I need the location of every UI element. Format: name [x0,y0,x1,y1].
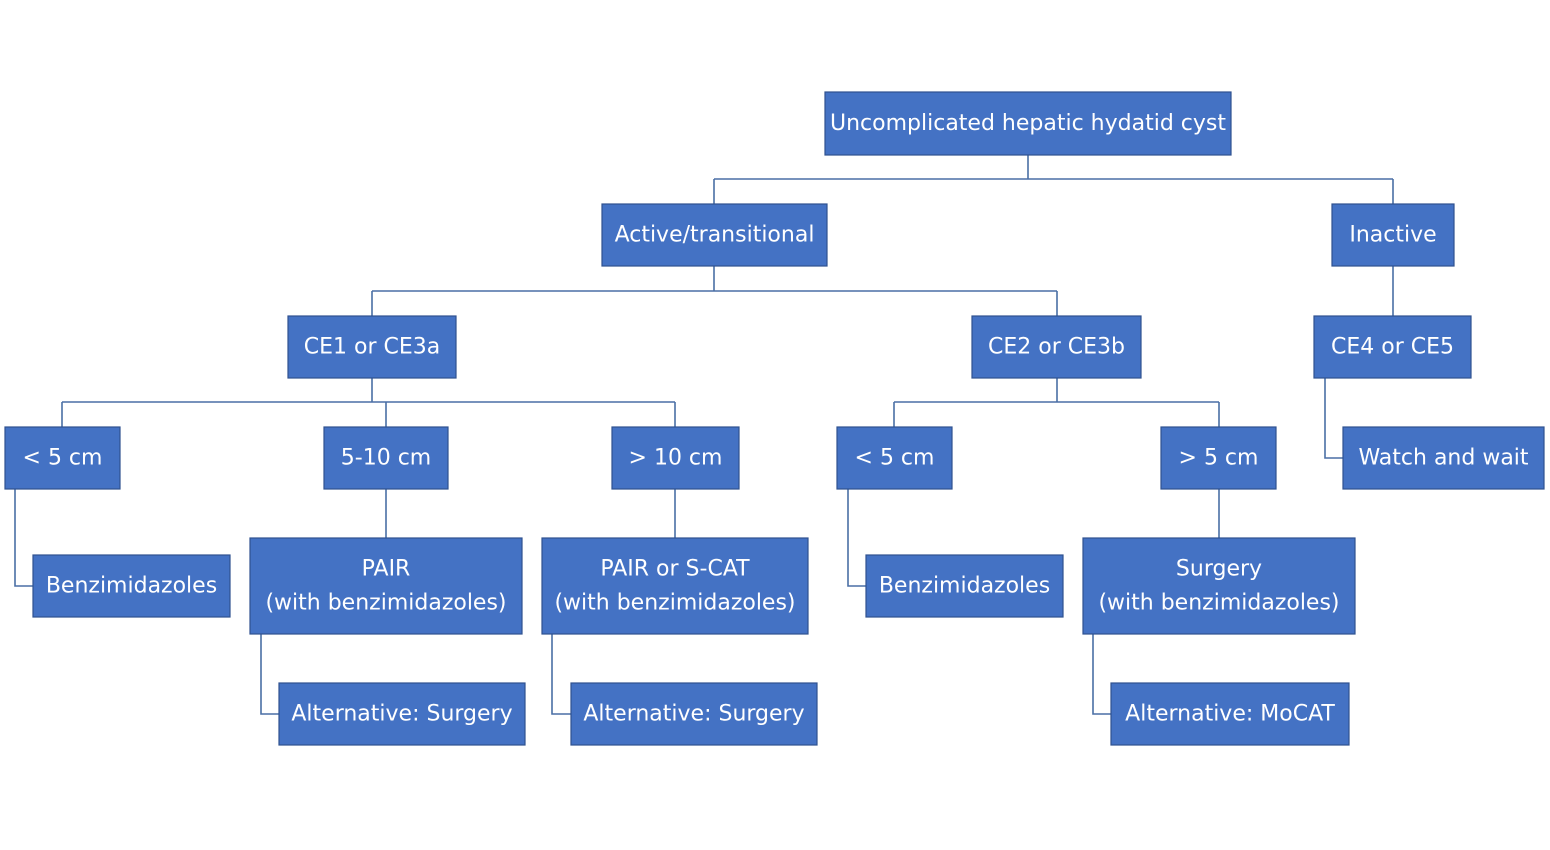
node-label: < 5 cm [23,446,103,471]
node-alt3: Alternative: MoCAT [1110,682,1350,746]
node-surgery: Surgery (with benzimidazoles) [1082,537,1356,635]
node-label: 5-10 cm [341,446,431,471]
node-alt2: Alternative: Surgery [570,682,818,746]
node-box [278,682,526,746]
node-label: Alternative: Surgery [583,702,804,727]
node-root: Uncomplicated hepatic hydatid cyst [824,91,1232,156]
connectors [14,155,1394,715]
node-b-gt5: > 5 cm [1160,426,1277,490]
node-a-510: 5-10 cm [323,426,449,490]
node-box [1160,426,1277,490]
node-box [323,426,449,490]
node-a-lt5: < 5 cm [4,426,121,490]
node-box [1110,682,1350,746]
node-pair: PAIR (with benzimidazoles) [249,537,523,635]
node-box [541,537,809,635]
node-box [249,537,523,635]
node-label: Alternative: MoCAT [1125,702,1335,727]
node-label: > 10 cm [629,446,723,471]
node-box [971,315,1142,379]
node-box [1313,315,1472,379]
node-label: Benzimidazoles [46,574,217,599]
node-label: Alternative: Surgery [291,702,512,727]
node-label: CE1 or CE3a [304,335,441,360]
node-active: Active/transitional [601,203,828,267]
node-inactive: Inactive [1331,203,1455,267]
node-label: > 5 cm [1179,446,1259,471]
connector-ce2-sizes [893,378,1220,427]
node-box [1342,426,1545,490]
connector-pairscat-alt [551,634,571,715]
connector-ce4-watch [1324,378,1343,459]
node-box [611,426,740,490]
node-box [836,426,953,490]
node-label: (with benzimidazoles) [265,591,506,616]
connector-active-branches [371,266,1058,316]
node-label: PAIR or S-CAT [600,557,750,582]
connector-root-branches [713,155,1394,204]
node-alt1: Alternative: Surgery [278,682,526,746]
node-label: Active/transitional [615,223,815,248]
node-ce4: CE4 or CE5 [1313,315,1472,379]
node-box [570,682,818,746]
node-box [865,554,1064,618]
node-benz1: Benzimidazoles [32,554,231,618]
node-box [1082,537,1356,635]
node-label: Inactive [1349,223,1436,248]
node-ce2: CE2 or CE3b [971,315,1142,379]
node-a-gt10: > 10 cm [611,426,740,490]
node-b-lt5: < 5 cm [836,426,953,490]
node-label: < 5 cm [855,446,935,471]
node-label: CE2 or CE3b [988,335,1125,360]
connector-lt5-benz [14,489,33,587]
node-pair-scat: PAIR or S-CAT (with benzimidazoles) [541,537,809,635]
node-label: (with benzimidazoles) [1098,591,1339,616]
node-label: (with benzimidazoles) [554,591,795,616]
node-watch: Watch and wait [1342,426,1545,490]
node-ce1: CE1 or CE3a [287,315,457,379]
node-box [601,203,828,267]
node-label: Uncomplicated hepatic hydatid cyst [830,111,1226,136]
node-benz2: Benzimidazoles [865,554,1064,618]
node-label: CE4 or CE5 [1331,335,1454,360]
node-box [4,426,121,490]
connector-pair-alt [260,634,279,715]
nodes: Uncomplicated hepatic hydatid cystActive… [4,91,1545,746]
node-box [287,315,457,379]
connector-surgery-alt [1092,634,1111,715]
connector-ce1-sizes [61,378,676,427]
node-label: Benzimidazoles [879,574,1050,599]
node-box [32,554,231,618]
node-box [1331,203,1455,267]
node-label: Watch and wait [1358,446,1528,471]
node-label: Surgery [1176,557,1262,582]
node-label: PAIR [362,557,411,582]
connector-lt5b-benz [847,489,866,587]
node-box [824,91,1232,156]
